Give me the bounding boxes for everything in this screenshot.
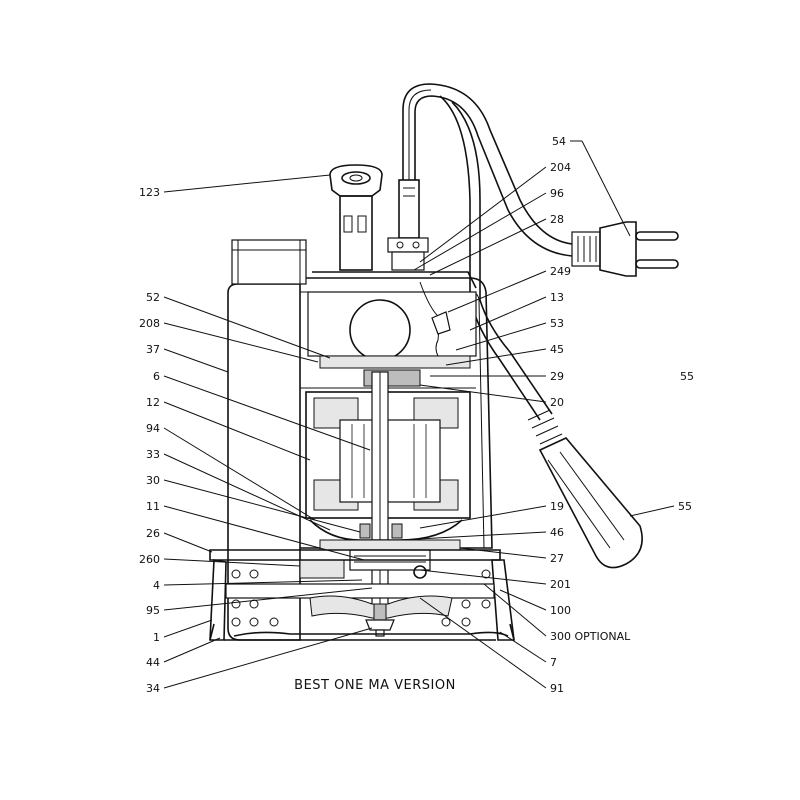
left-callouts: 123 52 208 37 6 12 94 33 30 11 26 260 4 … [139, 174, 373, 695]
seal-area [299, 519, 463, 579]
callout-44: 44 [146, 656, 160, 669]
callout-260: 260 [139, 553, 160, 566]
callout-96: 96 [550, 187, 564, 200]
callout-11: 11 [146, 500, 160, 513]
mains-plug [571, 221, 679, 277]
callout-94: 94 [146, 422, 160, 435]
callout-52: 52 [146, 291, 160, 304]
callout-300-optional: 300 OPTIONAL [550, 630, 631, 643]
callout-30: 30 [146, 474, 160, 487]
callout-33: 33 [146, 448, 160, 461]
callout-55-float: 55 [678, 500, 692, 513]
diagram-caption: BEST ONE MA VERSION [294, 678, 456, 693]
callout-208: 208 [139, 317, 160, 330]
callout-4: 4 [153, 579, 160, 592]
callout-95: 95 [146, 604, 160, 617]
callout-55-top: 55 [680, 370, 694, 383]
callout-20: 20 [550, 396, 564, 409]
float-switch [527, 409, 643, 569]
callout-100: 100 [550, 604, 571, 617]
right-callouts: 54 204 96 28 249 13 53 45 29 20 19 46 27… [399, 135, 694, 695]
callout-7: 7 [550, 656, 557, 669]
callout-34: 34 [146, 682, 160, 695]
callout-123: 123 [139, 186, 160, 199]
callout-29: 29 [550, 370, 564, 383]
callout-13: 13 [550, 291, 564, 304]
callout-91: 91 [550, 682, 564, 695]
callout-19: 19 [550, 500, 564, 513]
callout-249: 249 [550, 265, 571, 278]
callout-204: 204 [550, 161, 571, 174]
callout-26: 26 [146, 527, 160, 540]
float-switch-post [329, 164, 383, 271]
motor-chamber [300, 281, 477, 613]
callout-1: 1 [153, 631, 160, 644]
callout-37: 37 [146, 343, 160, 356]
callout-53: 53 [550, 317, 564, 330]
callout-28: 28 [550, 213, 564, 226]
callout-12: 12 [146, 396, 160, 409]
cable-assembly [387, 83, 581, 421]
callout-6: 6 [153, 370, 160, 383]
callout-201: 201 [550, 578, 571, 591]
pump-base [209, 549, 515, 641]
callout-54: 54 [552, 135, 566, 148]
callout-45: 45 [550, 343, 564, 356]
callout-27: 27 [550, 552, 564, 565]
callout-46: 46 [550, 526, 564, 539]
